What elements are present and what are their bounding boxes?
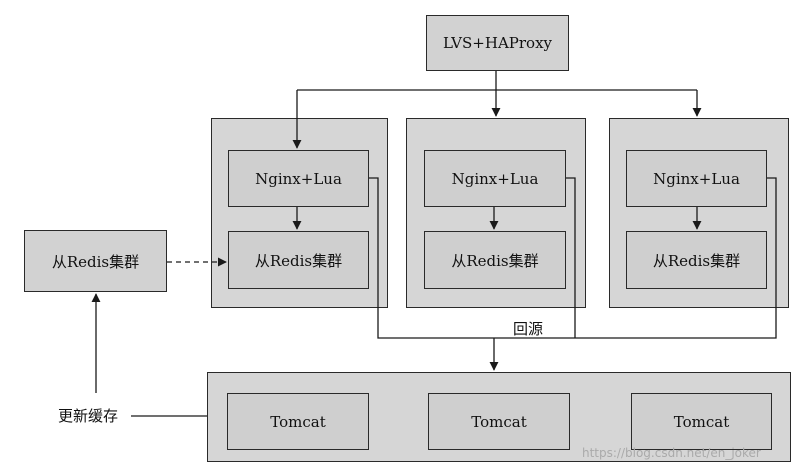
tomcat-box-3: Tomcat bbox=[631, 393, 772, 450]
tomcat-box-2: Tomcat bbox=[428, 393, 570, 450]
redis-cluster-box: 从Redis集群 bbox=[24, 230, 167, 292]
origin-line-2 bbox=[566, 177, 576, 338]
origin-line-1 bbox=[369, 177, 494, 339]
origin-line-3 bbox=[494, 177, 777, 339]
redis-slave-box-1: 从Redis集群 bbox=[228, 231, 369, 289]
tomcat-box-1: Tomcat bbox=[227, 393, 369, 450]
nginx-lua-box-2: Nginx+Lua bbox=[424, 150, 566, 207]
lvs-haproxy-box: LVS+HAProxy bbox=[426, 15, 569, 71]
nginx-lua-box-3: Nginx+Lua bbox=[626, 150, 767, 207]
nginx-lua-box-1: Nginx+Lua bbox=[228, 150, 369, 207]
redis-slave-box-3: 从Redis集群 bbox=[626, 231, 767, 289]
update-cache-label: 更新缓存 bbox=[58, 407, 119, 425]
redis-slave-box-2: 从Redis集群 bbox=[424, 231, 566, 289]
watermark: https://blog.csdn.net/en_joker bbox=[582, 446, 761, 460]
origin-label: 回源 bbox=[513, 320, 544, 338]
